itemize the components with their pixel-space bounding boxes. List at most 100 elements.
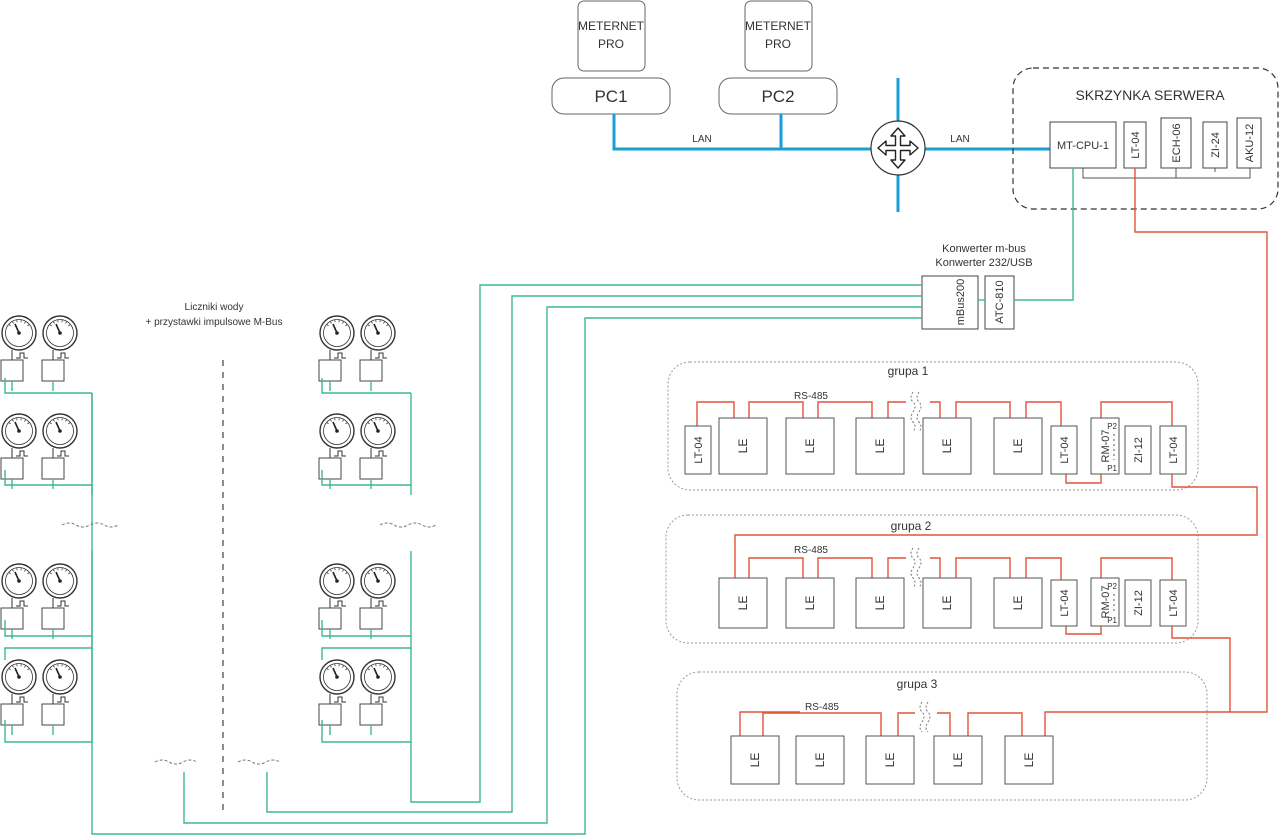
group-2-device-7-label: RM-07 (1100, 585, 1112, 618)
lan-wiring: LAN LAN (612, 78, 1050, 212)
meters-label-line2: + przystawki impulsowe M-Bus (146, 317, 283, 328)
group-2-device-6: LT-04 (1050, 579, 1078, 627)
mbus-module-box (359, 359, 383, 382)
group-2-device-8: ZI-12 (1124, 579, 1152, 627)
group-1-device-4: LE (855, 417, 905, 475)
water-meter-icon (319, 563, 355, 599)
group-3-frame (676, 671, 1208, 801)
group-1-device-6-box (993, 417, 1043, 475)
group-1-device-8-port-p2: P2 (1107, 422, 1117, 431)
pulse-adapter-icon (0, 694, 28, 735)
group-1-device-9-label: ZI-12 (1133, 437, 1145, 463)
server-module-zi24 (1202, 121, 1228, 169)
group-1-device-2-box (718, 417, 768, 475)
mbus-module-box (318, 359, 342, 382)
group-2-device-4-label: LE (940, 596, 954, 611)
group-2-frame (665, 514, 1199, 644)
group-1-frame (667, 361, 1199, 491)
pc2-terminal (744, 0, 813, 72)
group-1-device-5: LE (922, 417, 972, 475)
group-1-device-10-box (1159, 425, 1187, 475)
group-3-device-4-label: LE (951, 753, 965, 768)
group-2-device-5: LE (993, 577, 1043, 629)
water-meter-icon (319, 659, 355, 695)
pulse-adapter-icon (41, 350, 69, 391)
group-2-device-9-label: LT-04 (1168, 589, 1180, 616)
water-meter-icon (319, 315, 355, 351)
group-2-device-2-label: LE (803, 596, 817, 611)
group-2-device-4-box (922, 577, 972, 629)
pulse-adapter-icon (0, 598, 28, 639)
group-3-device-1-box (730, 735, 780, 785)
group-1-device-10: LT-04 (1159, 425, 1187, 475)
group-2-device-4: LE (922, 577, 972, 629)
group-3-device-1-label: LE (748, 753, 762, 768)
group-2-device-3-label: LE (873, 596, 887, 611)
group-2-device-1-box (718, 577, 768, 629)
group-1-device-10-label: LT-04 (1168, 436, 1180, 463)
server-module-zi24-label: ZI-24 (1210, 132, 1222, 158)
group-2-device-9: LT-04 (1159, 579, 1187, 627)
mbus-module-box (359, 607, 383, 630)
group-3-device-5-box (1004, 735, 1054, 785)
group-3: grupa 3 RS-485 (676, 671, 1208, 801)
group-3-bus-label: RS-485 (805, 702, 839, 713)
group-3-device-5-label: LE (1022, 753, 1036, 768)
pulse-adapter-icon (41, 598, 69, 639)
mbus-trunk-wiring (91, 168, 1074, 835)
atc810-box (984, 275, 1015, 330)
group-2-device-2-box (785, 577, 835, 629)
group-3-device-2-label: LE (813, 753, 827, 768)
group-1-device-9: ZI-12 (1124, 425, 1152, 475)
group-1-device-2-label: LE (736, 439, 750, 454)
group-1-device-6: LE (993, 417, 1043, 475)
network-switch-icon (870, 120, 926, 176)
pc2-terminal-line1: METERNET (745, 19, 812, 33)
group-3-device-3: LE (865, 735, 915, 785)
group-1-device-1: LT-04 (684, 425, 712, 475)
group-1-title: grupa 1 (888, 364, 929, 378)
water-meter-icon (42, 659, 78, 695)
water-meter-icon (360, 315, 396, 351)
meters-label-line1: Liczniki wody (185, 302, 244, 313)
group-2-device-6-label: LT-04 (1059, 589, 1071, 616)
rs485-wiring (696, 168, 1268, 736)
server-module-aku12 (1236, 117, 1262, 169)
group-3-device-5: LE (1004, 735, 1054, 785)
water-meter-icon (42, 413, 78, 449)
server-module-ech06 (1160, 117, 1192, 169)
pulse-adapter-icon (359, 350, 387, 391)
group-2-device-7-port-p2: P2 (1107, 582, 1117, 591)
pc2-base (718, 77, 838, 115)
group-3-device-3-label: LE (883, 753, 897, 768)
right-bank-bus (321, 378, 412, 775)
pulse-adapter-icon (359, 448, 387, 489)
group-1-bus-label: RS-485 (794, 391, 828, 402)
converter-title-line1: Konwerter m-bus (942, 243, 1026, 255)
group-1-device-3-label: LE (803, 439, 817, 454)
server-module-lt04-label: LT-04 (1130, 131, 1142, 158)
group-2-device-8-box (1124, 579, 1152, 627)
group-1-device-7: LT-04 (1050, 425, 1078, 475)
water-meter-icon (319, 413, 355, 449)
water-meter-icon (1, 563, 37, 599)
group-1-device-2: LE (718, 417, 768, 475)
mbus-module-box (41, 703, 65, 726)
pulse-adapter-icon (41, 448, 69, 489)
water-meter-banks (0, 315, 396, 735)
pulse-adapter-icon (0, 350, 28, 391)
water-meter-icon (360, 563, 396, 599)
group-2-bus-label: RS-485 (794, 545, 828, 556)
group-2-device-1: LE (718, 577, 768, 629)
server-box-border (1012, 67, 1279, 210)
group-1-device-1-box (684, 425, 712, 475)
water-meter-icon (1, 315, 37, 351)
pulse-adapter-icon (359, 694, 387, 735)
group-2-device-7-box (1090, 577, 1120, 627)
water-meter-icon (42, 563, 78, 599)
lan-label-right: LAN (950, 134, 969, 145)
group-2: grupa 2 RS-485 (665, 514, 1199, 644)
group-1: grupa 1 RS-485 (667, 361, 1199, 491)
